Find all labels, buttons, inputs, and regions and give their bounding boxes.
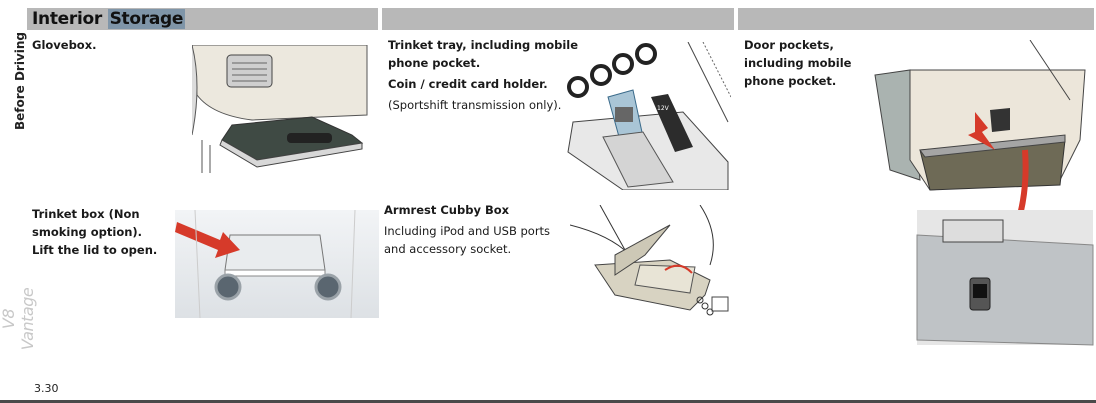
bottom-rule <box>0 400 1096 403</box>
armrest-description: Including iPod and USB ports and accesso… <box>384 222 550 258</box>
title-word-storage-selected[interactable]: Storage <box>107 9 186 29</box>
door-pockets-line: including mobile <box>744 56 852 70</box>
svg-text:12V: 12V <box>657 105 670 112</box>
armrest-desc-line: and accessory socket. <box>384 242 512 256</box>
trinket-tray-line: phone pocket. <box>388 56 481 70</box>
trinket-box-line: Lift the lid to open. <box>32 243 158 257</box>
trinket-box-label: Trinket box (Non smoking option). Lift t… <box>32 205 157 259</box>
page-title: Interior Storage <box>32 7 186 31</box>
trinket-box-line: smoking option). <box>32 225 143 239</box>
armrest-title: Armrest Cubby Box <box>384 203 510 217</box>
trinket-tray-illustration: 12V <box>567 42 731 190</box>
door-pockets-label: Door pockets, including mobile phone poc… <box>744 36 851 90</box>
model-watermark: V8 Vantage <box>0 287 37 351</box>
glovebox-line: Glovebox. <box>32 38 97 52</box>
side-section-tab: Before Driving <box>13 31 27 131</box>
armrest-illustration <box>570 205 729 316</box>
sportshift-note: (Sportshift transmission only). <box>388 98 562 112</box>
glovebox-label: Glovebox. <box>32 36 97 54</box>
trinket-tray-label: Trinket tray, including mobile phone poc… <box>388 36 578 114</box>
title-word-interior: Interior <box>32 9 102 29</box>
glovebox-illustration <box>192 45 368 173</box>
door-pocket-illustration <box>874 40 1094 346</box>
trinket-tray-line: Trinket tray, including mobile <box>388 38 579 52</box>
header-bar-col2 <box>382 8 734 30</box>
door-pockets-line: phone pocket. <box>744 74 837 88</box>
armrest-desc-line: Including iPod and USB ports <box>384 224 551 238</box>
trinket-box-illustration <box>175 210 379 318</box>
page-number: 3.30 <box>34 382 59 395</box>
coin-holder-label: Coin / credit card holder. <box>388 77 548 91</box>
door-pockets-line: Door pockets, <box>744 38 834 52</box>
header-bar-col3 <box>738 8 1094 30</box>
trinket-box-line: Trinket box (Non <box>32 207 140 221</box>
